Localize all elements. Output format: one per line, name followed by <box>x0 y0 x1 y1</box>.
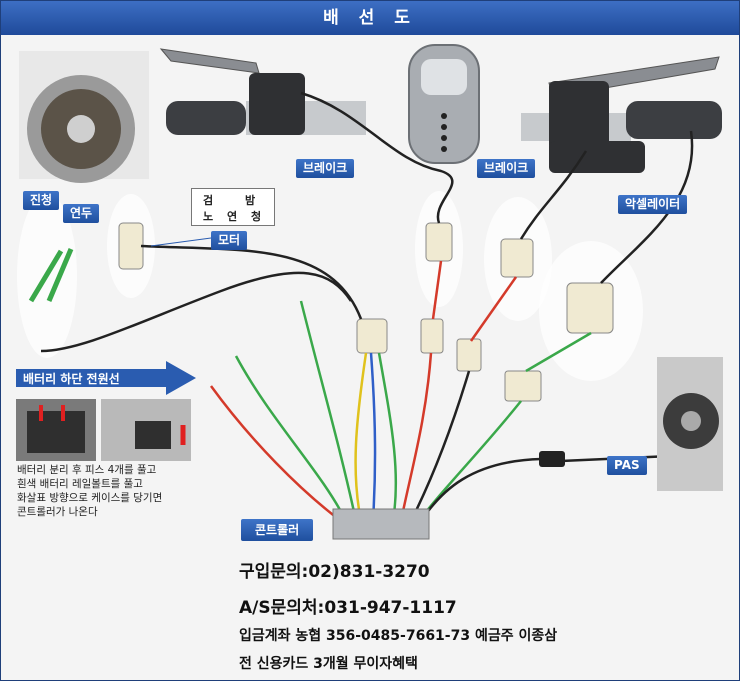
motor-hub <box>19 51 149 183</box>
right-handlebar <box>521 56 722 173</box>
service-contact: A/S문의처:031-947-1117 <box>239 598 457 618</box>
accelerator-plug <box>504 370 542 402</box>
motor-code-blue: 청 <box>250 210 262 223</box>
card-benefit: 전 신용카드 3개월 무이자혜택 <box>239 656 418 672</box>
battery-power-arrow <box>16 361 196 395</box>
accelerator-connector <box>566 282 614 334</box>
pas-connector <box>539 451 565 467</box>
left-handlebar <box>159 48 366 135</box>
main-harness-connector <box>356 318 388 354</box>
account-info: 입금계좌 농협 356-0485-7661-73 예금주 이종삼 <box>239 628 558 644</box>
jincheong-label: 진청 <box>23 191 60 210</box>
battery-photo-1 <box>16 399 96 461</box>
pas-label: PAS <box>607 456 647 475</box>
motor-label: 모터 <box>211 231 248 250</box>
brake-left-label: 브레이크 <box>296 159 355 178</box>
motor-leader-line <box>150 237 212 247</box>
motor-wire-code-box: 검 밤 노 연 청 <box>191 188 275 226</box>
battery-note-line-4: 콘트롤러가 나온다 <box>17 506 98 518</box>
battery-power-label: 배터리 하단 전원선 <box>23 372 120 386</box>
brake-plug-a <box>420 318 444 354</box>
motor-code-purple: 밤 <box>244 194 256 207</box>
controller-box <box>332 508 430 540</box>
motor-code-yellow: 노 <box>202 210 214 223</box>
wire-bundle <box>28 91 694 522</box>
controller-label: 콘트롤러 <box>241 519 314 541</box>
motor-code-black: 검 <box>202 194 214 207</box>
battery-note-line-1: 배터리 분리 후 피스 4개를 풀고 <box>17 464 157 476</box>
yeondu-label: 연두 <box>63 204 100 223</box>
left-brake-connector <box>425 222 453 262</box>
motor-connector <box>118 222 144 270</box>
page-title: 배 선 도 <box>1 1 739 35</box>
pas-sensor <box>657 357 723 491</box>
brake-plug-b <box>456 338 482 372</box>
battery-note-line-3: 화살표 방향으로 케이스를 당기면 <box>17 492 163 504</box>
battery-photo-2 <box>101 399 191 461</box>
brake-right-label: 브레이크 <box>477 159 536 178</box>
display-unit <box>408 44 480 164</box>
battery-note-line-2: 흰색 배터리 레일볼트를 풀고 <box>17 478 143 490</box>
purchase-contact: 구입문의:02)831-3270 <box>239 562 430 582</box>
motor-code-green: 연 <box>226 210 238 223</box>
accelerator-label: 악셀레이터 <box>618 195 688 214</box>
right-brake-connector <box>500 238 534 278</box>
